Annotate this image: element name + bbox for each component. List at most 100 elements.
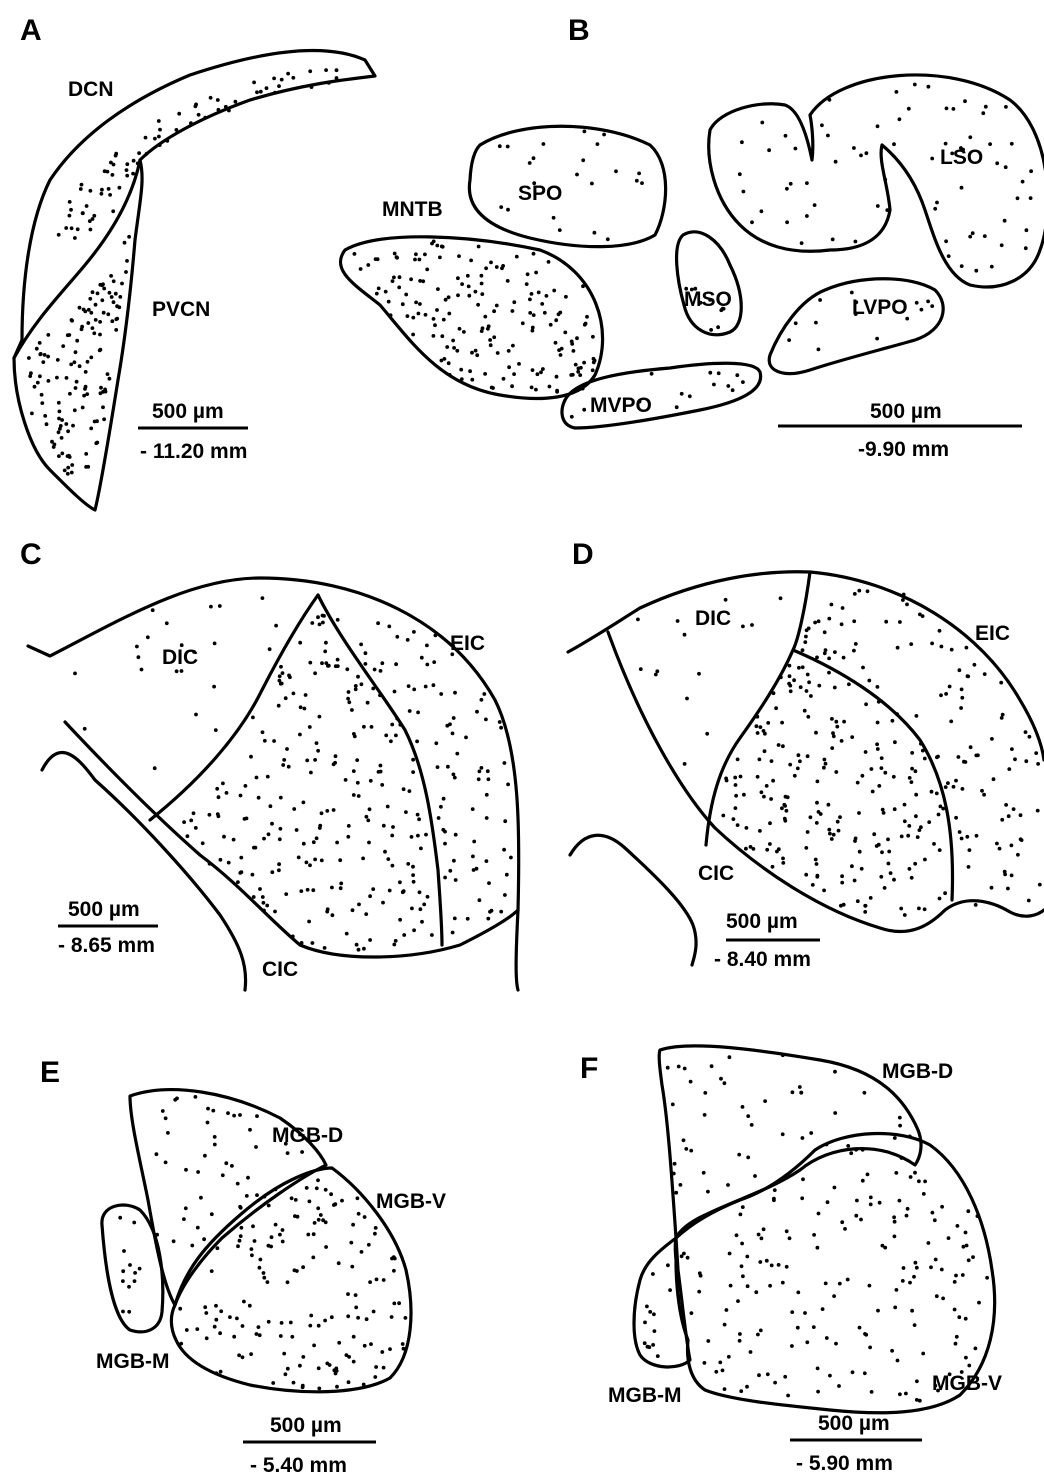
mgb-v-cell-dot bbox=[363, 1215, 367, 1219]
mgb-v-cell-dot bbox=[912, 1275, 916, 1279]
dcn-cell-dot bbox=[57, 233, 61, 237]
mgb-v-cell-dot bbox=[205, 1336, 209, 1340]
cic-cell-dot bbox=[398, 918, 402, 922]
cic-cell-dot bbox=[330, 886, 334, 890]
mgb-v-cell-dot bbox=[727, 1355, 731, 1359]
cic-cell-dot bbox=[311, 888, 315, 892]
cic-cell-dot bbox=[815, 862, 819, 866]
pvcn-cell-dot bbox=[114, 317, 118, 321]
mvpo-cell-dot bbox=[688, 394, 692, 398]
mgb-d-cell-dot bbox=[239, 1206, 243, 1210]
cic-cell-dot bbox=[313, 671, 317, 675]
mgb-v-cell-dot bbox=[236, 1244, 240, 1248]
mgb-v-cell-dot bbox=[360, 1250, 364, 1254]
mntb-cell-dot bbox=[528, 298, 532, 302]
scalebar-length: 500 µm bbox=[68, 898, 140, 921]
mntb-cell-dot bbox=[585, 315, 589, 319]
mgb-v-cell-dot bbox=[801, 1177, 805, 1181]
cic-cell-dot bbox=[389, 739, 393, 743]
mgb-v-cell-dot bbox=[388, 1347, 392, 1351]
mgb-v-cell-dot bbox=[757, 1233, 761, 1237]
dcn-cell-dot bbox=[68, 200, 72, 204]
eic-cell-dot bbox=[804, 635, 808, 639]
cic-cell-dot bbox=[335, 841, 339, 845]
eic-cell-dot bbox=[1010, 844, 1014, 848]
cic-cell-dot bbox=[765, 784, 769, 788]
dcn-cell-dot bbox=[76, 227, 80, 231]
pvcn-cell-dot bbox=[100, 298, 104, 302]
lso-cell-dot bbox=[805, 214, 809, 218]
mgb-v-cell-dot bbox=[741, 1274, 745, 1278]
mgb-v-cell-dot bbox=[965, 1244, 969, 1248]
lso-cell-dot bbox=[960, 264, 964, 268]
eic-cell-dot bbox=[1010, 874, 1014, 878]
scalebar-length: 500 µm bbox=[270, 1414, 342, 1437]
mgb-m-cell-dot bbox=[127, 1310, 131, 1314]
eic-cell-dot bbox=[842, 656, 846, 660]
cic-cell-dot bbox=[879, 875, 883, 879]
cic-cell-dot bbox=[919, 742, 923, 746]
dcn-cell-dot bbox=[89, 189, 93, 193]
mgb-v-cell-dot bbox=[373, 1375, 377, 1379]
mntb-cell-dot bbox=[592, 361, 596, 365]
mgb-v-cell-dot bbox=[805, 1340, 809, 1344]
dcn-cell-dot bbox=[310, 85, 314, 89]
eic-cell-dot bbox=[478, 770, 482, 774]
cic-cell-dot bbox=[834, 720, 838, 724]
cic-cell-dot bbox=[357, 794, 361, 798]
mgb-v-cell-dot bbox=[913, 1171, 917, 1175]
mgb-v-cell-dot bbox=[816, 1246, 820, 1250]
mgb-v-cell-dot bbox=[941, 1297, 945, 1301]
mntb-cell-dot bbox=[530, 292, 534, 296]
mntb-cell-dot bbox=[432, 334, 436, 338]
cic-cell-dot bbox=[347, 690, 351, 694]
cic-cell-dot bbox=[308, 661, 312, 665]
mgb-v-cell-dot bbox=[259, 1258, 263, 1262]
spo-cell-dot bbox=[499, 205, 503, 209]
cic-cell-dot bbox=[806, 754, 810, 758]
pvcn-cell-dot bbox=[57, 401, 61, 405]
cic-cell-dot bbox=[236, 880, 240, 884]
mgb-d-cell-dot bbox=[679, 1183, 683, 1187]
lso-cell-dot bbox=[963, 99, 967, 103]
pvcn-cell-dot bbox=[89, 356, 93, 360]
mgb-v-cell-dot bbox=[703, 1361, 707, 1365]
eic-cell-dot bbox=[1024, 759, 1028, 763]
lso-cell-dot bbox=[927, 85, 931, 89]
panel-letter: D bbox=[572, 538, 594, 571]
dic-cell-dot bbox=[175, 669, 179, 673]
eic-cell-dot bbox=[965, 835, 969, 839]
mgb-v-cell-dot bbox=[298, 1364, 302, 1368]
mgb-v-cell-dot bbox=[849, 1151, 853, 1155]
mgb-d-cell-dot bbox=[898, 1124, 902, 1128]
eic-cell-dot bbox=[952, 785, 956, 789]
eic-cell-dot bbox=[452, 773, 456, 777]
mgb-v-cell-dot bbox=[906, 1207, 910, 1211]
cic-cell-dot bbox=[797, 666, 801, 670]
mgb-d-cell-dot bbox=[164, 1161, 168, 1165]
cic-cell-dot bbox=[411, 865, 415, 869]
eic-cell-dot bbox=[801, 648, 805, 652]
eic-cell-dot bbox=[364, 651, 368, 655]
eic-cell-dot bbox=[475, 710, 479, 714]
mgb-m-cell-dot bbox=[656, 1354, 660, 1358]
cic-cell-dot bbox=[782, 803, 786, 807]
cic-cell-dot bbox=[853, 879, 857, 883]
mgb-v-cell-dot bbox=[267, 1204, 271, 1208]
region-label-dcn: DCN bbox=[68, 78, 114, 101]
mgb-v-cell-dot bbox=[301, 1265, 305, 1269]
panel-b-dots bbox=[353, 83, 1034, 419]
cic-cell-dot bbox=[368, 938, 372, 942]
mntb-cell-dot bbox=[528, 311, 532, 315]
cic-cell-dot bbox=[411, 873, 415, 877]
eic-cell-dot bbox=[990, 886, 994, 890]
eic-cell-dot bbox=[1038, 883, 1042, 887]
eic-cell-dot bbox=[439, 692, 443, 696]
dic-cell-dot bbox=[151, 608, 155, 612]
eic-cell-dot bbox=[436, 765, 440, 769]
cic-cell-dot bbox=[366, 819, 370, 823]
mgb-v-cell-dot bbox=[816, 1390, 820, 1394]
mgb-v-cell-dot bbox=[356, 1316, 360, 1320]
cic-cell-dot bbox=[269, 804, 273, 808]
mgb-v-cell-dot bbox=[204, 1311, 208, 1315]
